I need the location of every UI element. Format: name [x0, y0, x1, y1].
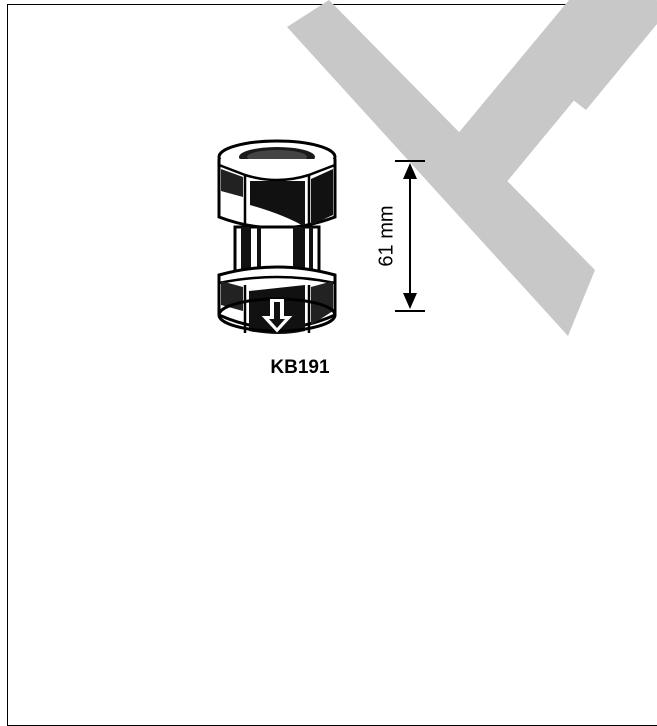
part-label: KB191: [270, 357, 330, 378]
upper-hex-nut: [217, 139, 337, 230]
coupling-illustration: [217, 139, 425, 334]
dimension-line: [395, 160, 425, 312]
flow-arrow-icon: [261, 299, 293, 333]
dimension-label: 61 mm: [375, 201, 399, 271]
